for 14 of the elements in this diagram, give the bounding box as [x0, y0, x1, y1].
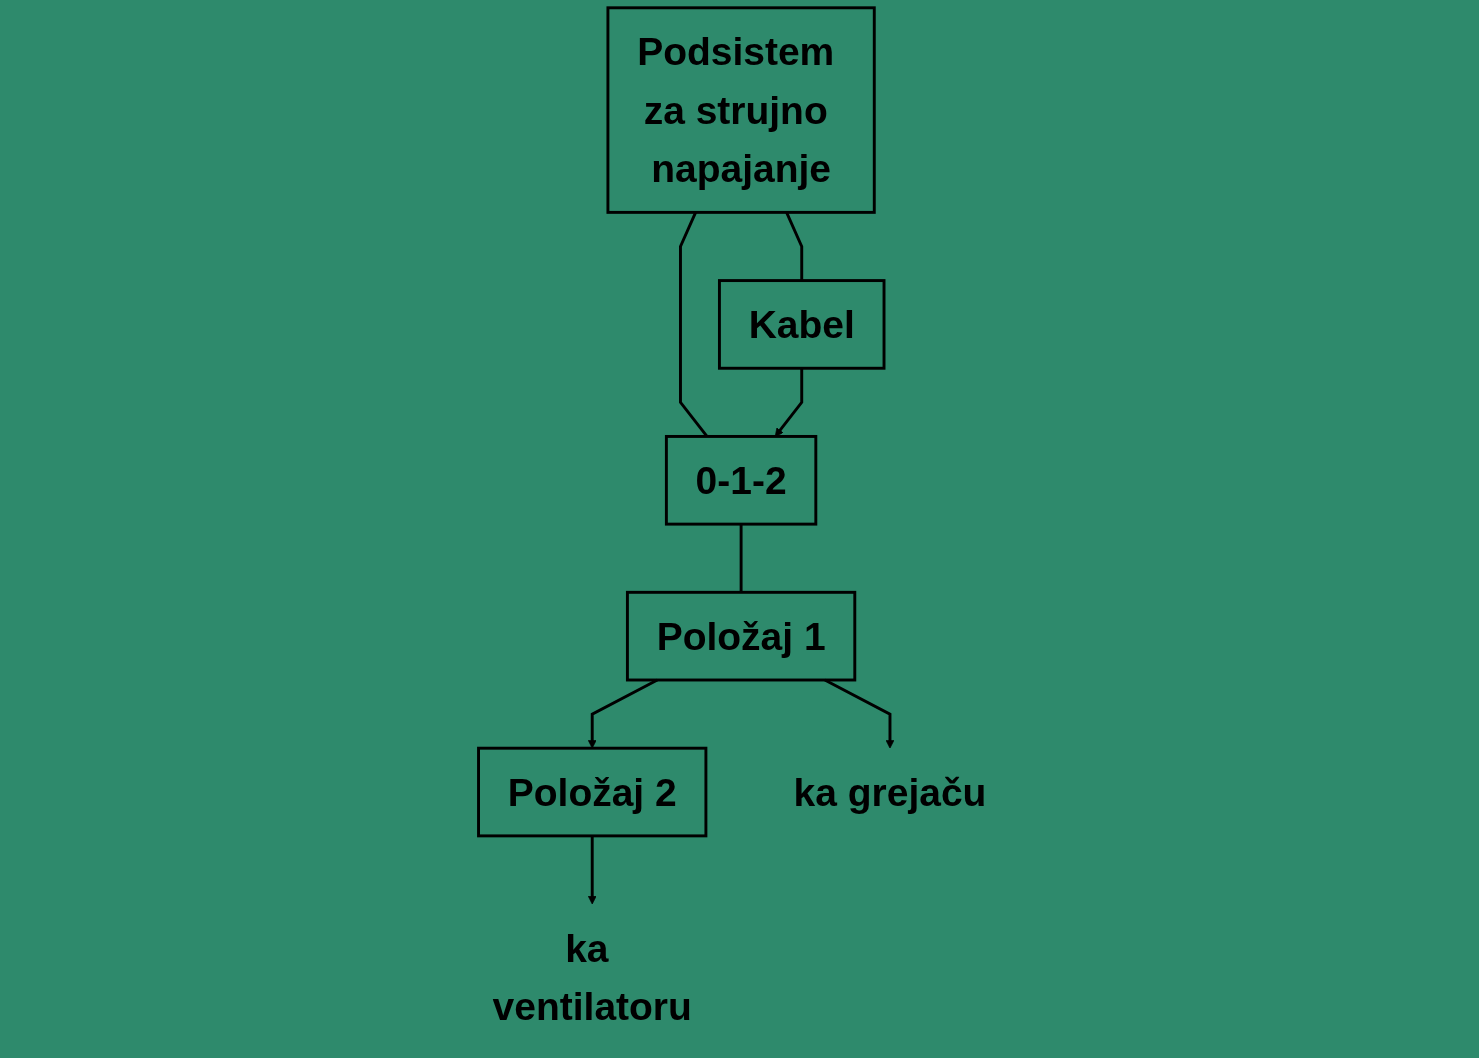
node-box: Kabel [718, 279, 886, 370]
connector [785, 211, 804, 281]
node-box: Položaj 2 [477, 746, 708, 838]
arrow [774, 368, 804, 437]
node-text: ka grejaču [793, 770, 987, 814]
node-box: Podsistem za strujno napajanje [606, 6, 876, 214]
arrow [587, 835, 597, 905]
node-box: 0-1-2 [664, 435, 818, 526]
connector [679, 211, 709, 438]
node-text: ka ventilatoru [492, 926, 692, 1028]
node-box: Položaj 1 [625, 590, 857, 682]
arrow [587, 678, 659, 749]
connector [739, 524, 743, 593]
arrow [824, 678, 895, 749]
